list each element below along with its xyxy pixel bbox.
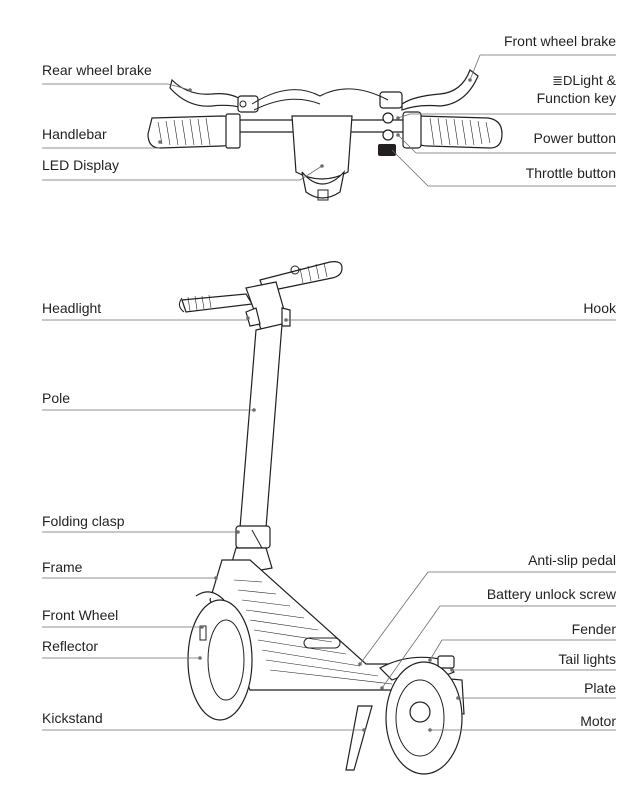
label-led-display: LED Display [42,157,120,173]
label-headlight: Headlight [42,300,102,316]
label-folding-clasp: Folding clasp [42,513,125,529]
pole-part [239,323,283,529]
kickstand-part [345,705,373,771]
throttle-button-knob [378,144,396,156]
front-brake-lever [401,69,479,111]
light-function-key-button [382,112,394,124]
headlight-symbol-icon: ≣D [552,73,573,88]
label-plate: Plate [584,680,616,696]
label-fender: Fender [571,621,616,637]
handlebar-closeup [147,69,503,201]
led-display-housing [291,115,353,180]
label-throttle-button: Throttle button [525,165,616,181]
bottom-leader-lines [42,316,616,732]
deck-hatch [233,579,393,685]
tail-lights-part [437,655,455,669]
label-light-function-key-line2: Function key [536,90,616,106]
scooter-full [178,261,465,775]
left-grip [147,113,241,149]
label-hook: Hook [583,300,616,316]
scooter-left-grip [181,293,253,313]
right-control-pod [402,111,422,149]
label-battery-unlock-screw: Battery unlock screw [486,586,616,602]
power-button-knob [382,129,394,141]
label-anti-slip-pedal: Anti-slip pedal [528,552,616,568]
label-front-wheel: Front Wheel [42,607,119,623]
front-wheel-part [187,599,253,721]
right-grip [402,111,503,149]
label-handlebar: Handlebar [42,126,107,142]
label-power-button: Power button [533,130,617,146]
scooter-right-grip [259,261,343,293]
label-motor: Motor [580,713,616,729]
headlight-part [245,307,261,327]
motor-part [409,701,431,723]
label-front-wheel-brake: Front wheel brake [503,33,616,49]
top-leader-lines [42,54,616,187]
label-light-function-key: ≣DLight & [552,72,616,88]
label-tail-lights: Tail lights [558,651,616,667]
label-kickstand: Kickstand [42,710,103,726]
label-frame: Frame [42,559,83,575]
folding-clasp-part [235,525,271,549]
label-pole: Pole [42,390,71,406]
hook-part [281,307,291,327]
label-rear-wheel-brake: Rear wheel brake [42,62,152,78]
rear-brake-lever [169,78,245,109]
label-reflector: Reflector [42,638,99,654]
